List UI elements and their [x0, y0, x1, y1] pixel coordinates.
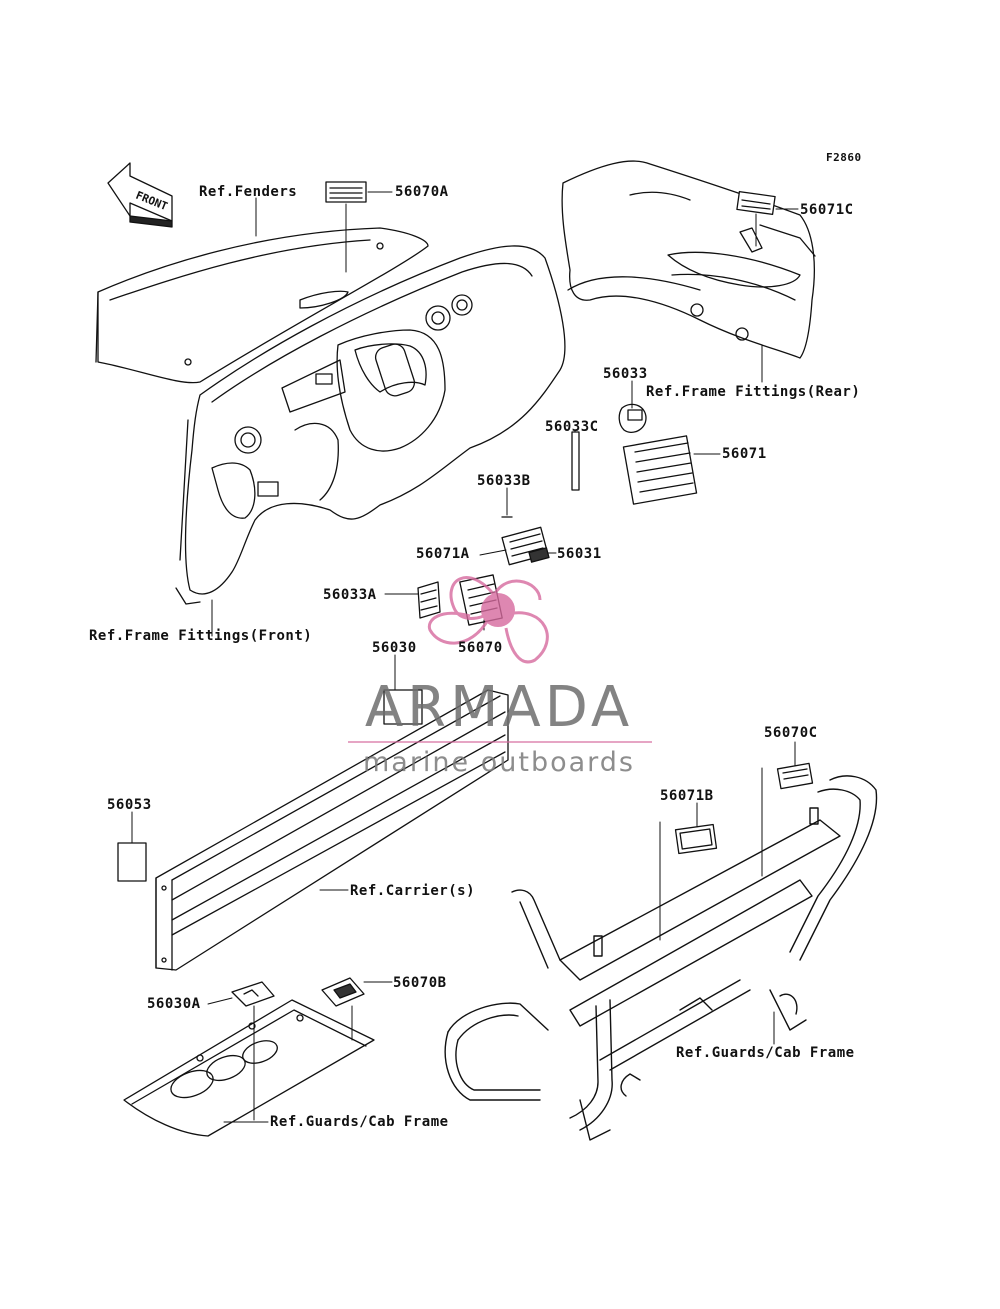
part-56070A-label: 56070A: [395, 184, 449, 200]
part-56071A-label: 56071A: [416, 546, 470, 562]
part-56031-label: 56031: [557, 546, 602, 562]
watermark-propeller-logo: [427, 576, 549, 664]
part-56033-label: 56033: [603, 366, 648, 382]
carrier-panel: [155, 689, 509, 971]
part-56071B-label: 56071B: [660, 788, 714, 804]
figure-id: F2860: [826, 151, 862, 164]
clip-56033: [618, 403, 647, 433]
ref-carrier-label: Ref.Carrier(s): [350, 883, 476, 899]
ref-guards-right-label: Ref.Guards/Cab Frame: [676, 1045, 855, 1061]
part-56053-label: 56053: [107, 797, 152, 813]
sticker-56071: [622, 435, 698, 505]
ref-guards-left-label: Ref.Guards/Cab Frame: [270, 1114, 449, 1130]
strip-56033C: [571, 431, 580, 491]
part-56030A-label: 56030A: [147, 996, 201, 1012]
sticker-56030: [383, 689, 423, 725]
rear-panel: [561, 160, 816, 359]
part-56071C-label: 56071C: [800, 202, 854, 218]
part-56030-label: 56030: [372, 640, 417, 656]
sticker-56071C: [736, 190, 776, 216]
part-56070B-label: 56070B: [393, 975, 447, 991]
sticker-56070B: [321, 977, 365, 1007]
ref-frame-front-label: Ref.Frame Fittings(Front): [89, 628, 313, 644]
ref-fenders-label: Ref.Fenders: [199, 184, 298, 200]
sticker-56033A: [417, 581, 441, 619]
part-56033C-label: 56033C: [545, 419, 599, 435]
front-arrow-icon: FRONT: [107, 162, 173, 228]
leader-lines: [131, 191, 799, 1123]
cab-frame: [444, 775, 878, 1141]
skid-plate: [123, 999, 375, 1137]
sticker-56071B: [674, 823, 718, 855]
part-56033A-label: 56033A: [323, 587, 377, 603]
part-56070-label: 56070: [458, 640, 503, 656]
part-56070C-label: 56070C: [764, 725, 818, 741]
part-56033B-label: 56033B: [477, 473, 531, 489]
part-56071-label: 56071: [722, 446, 767, 462]
watermark-subtitle: marine outboards: [362, 747, 635, 778]
sticker-56070C: [776, 762, 814, 790]
sticker-56070A: [325, 181, 367, 203]
sticker-56053: [117, 842, 147, 882]
dashboard-panel: [175, 245, 566, 605]
watermark-title: ARMADA: [364, 675, 634, 740]
ref-frame-rear-label: Ref.Frame Fittings(Rear): [646, 384, 861, 400]
sticker-56030A: [231, 981, 275, 1007]
